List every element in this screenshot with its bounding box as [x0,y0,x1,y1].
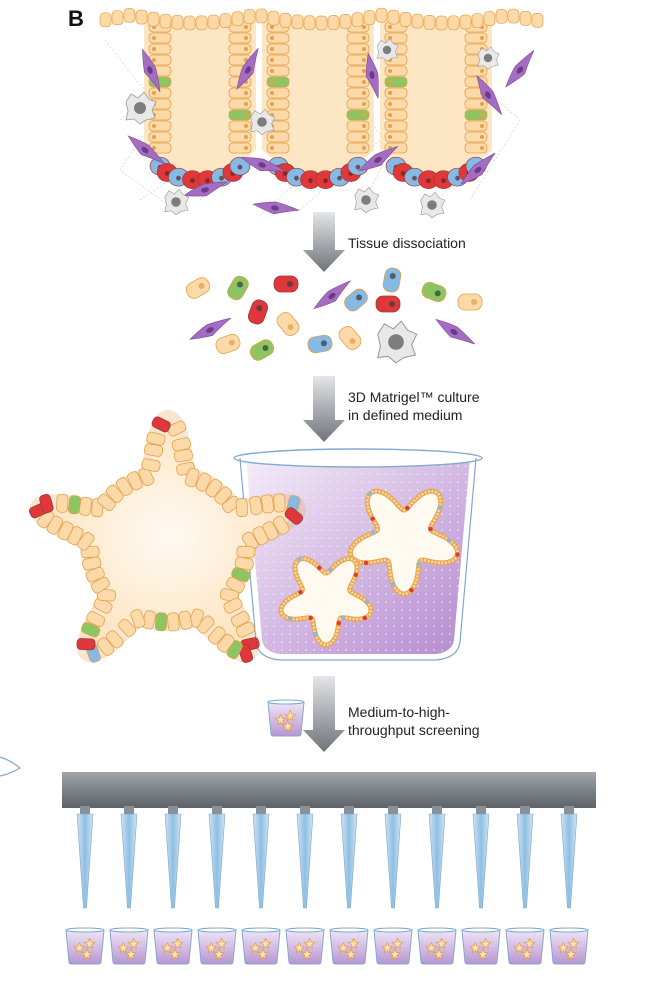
single-cell [227,275,249,301]
pipette-tip-icon [340,806,358,909]
culture-well-icon [153,927,193,965]
culture-well-icon [373,927,413,965]
dissociated-cells [185,267,483,364]
large-organoid [29,409,307,663]
single-cell [276,312,300,336]
macrophage [250,108,276,136]
down-arrow-icon [303,676,345,752]
macrophage [420,191,446,219]
single-cell [344,288,368,312]
partial-well-icon [0,756,22,777]
matrigel-culture-beaker [233,448,483,661]
villus-surface [99,7,544,31]
pipette-tip-icon [428,806,446,909]
fibroblast [189,317,232,340]
pipette-tip-icon [384,806,402,909]
culture-well-icon [285,927,325,965]
intestinal-crypt-tissue [99,7,544,219]
culture-well-icon [197,927,237,965]
single-cell [382,267,402,293]
step-label-dissociation: Tissue dissociation [348,235,466,251]
fibroblast [358,145,399,172]
culture-well-icon [417,927,457,965]
pipette-tip-icon [296,806,314,909]
fibroblast [252,201,300,215]
single-cell [307,334,333,354]
macrophage [477,46,500,70]
screening-well-plate [65,927,589,965]
macrophage [377,320,418,364]
single-cell [375,295,401,313]
down-arrow-icon [303,376,345,442]
culture-well-icon [241,927,281,965]
culture-well-icon [505,927,545,965]
fibroblast [435,318,476,345]
fibroblast [182,181,228,197]
culture-well-icon [109,927,149,965]
fibroblast [505,50,535,88]
fibroblast [142,48,161,93]
pipette-tip-icon [208,806,226,909]
fibroblast [236,48,259,90]
step-label-screening: Medium-to-high- throughput screening [348,704,480,738]
crypt [144,20,256,190]
culture-well-icon [267,699,305,737]
culture-well-icon [329,927,369,965]
small-culture-well [267,699,305,737]
macrophage [376,38,399,62]
single-cell [249,339,275,361]
macrophage [164,188,190,216]
fibroblast [313,280,351,310]
pipette-tip-icon [472,806,490,909]
pipette-tip-icon [164,806,182,909]
fibroblast [240,157,286,172]
single-cell [215,333,241,355]
macrophage [125,91,157,125]
culture-well-icon [549,927,589,965]
culture-well-icon [65,927,105,965]
single-cell [247,299,269,325]
down-arrow-icon [303,212,345,272]
pipette-tip-icon [252,806,270,909]
mini-organoid [347,488,461,597]
single-cell [457,293,483,311]
fibroblast [476,75,503,116]
single-cell [185,277,211,299]
single-cell [421,281,447,303]
fibroblast [127,135,165,165]
fibroblast [365,52,379,99]
crypt [262,20,374,190]
fibroblast [460,152,496,185]
mini-organoid [278,556,374,648]
multichannel-pipette [62,772,596,909]
single-cell [338,326,362,350]
pipette-tip-icon [76,806,94,909]
panel-letter: B [68,6,84,31]
culture-well-icon [461,927,501,965]
single-cell [273,275,299,293]
pipette-tip-icon [516,806,534,909]
step-label-matrigel-culture: 3D Matrigel™ culture in defined medium [348,389,480,423]
macrophage [354,186,380,214]
pipette-tip-icon [120,806,138,909]
pipette-tip-icon [560,806,578,909]
